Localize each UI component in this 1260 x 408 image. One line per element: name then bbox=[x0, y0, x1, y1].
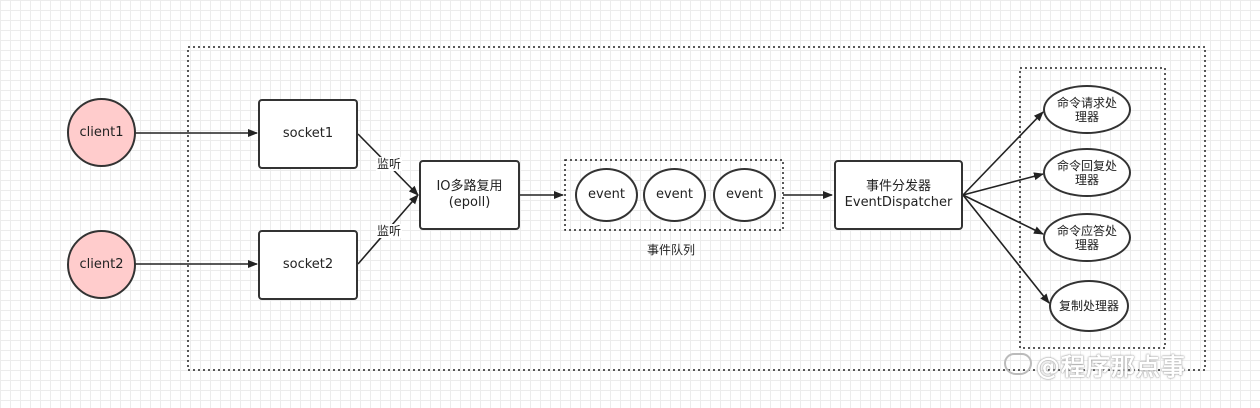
edge-dispatcher-handler2 bbox=[962, 172, 1044, 196]
socket2-label: socket2 bbox=[282, 257, 334, 272]
io-multiplexing-line1: IO多路复用 bbox=[436, 179, 503, 194]
event-label: event bbox=[725, 187, 764, 202]
edge-dispatcher-handler4 bbox=[962, 194, 1050, 304]
replication-handler-node: 复制处理器 bbox=[1049, 280, 1129, 332]
io-multiplexing-line2: (epoll) bbox=[448, 195, 491, 210]
handler-line1: 命令回复处 bbox=[1056, 158, 1117, 173]
event-dispatcher-line1: 事件分发器 bbox=[865, 179, 931, 194]
socket1-node: socket1 bbox=[258, 99, 358, 169]
event-queue-boundary bbox=[564, 159, 784, 231]
event-node: event bbox=[575, 168, 638, 222]
io-multiplexing-node: IO多路复用 (epoll) bbox=[419, 160, 520, 230]
listen-label-2: 监听 bbox=[376, 224, 403, 238]
handler-line1: 命令应答处 bbox=[1056, 223, 1117, 238]
client1-node: client1 bbox=[67, 98, 136, 167]
event-dispatcher-node: 事件分发器 EventDispatcher bbox=[834, 160, 963, 230]
handler-line1: 复制处理器 bbox=[1058, 299, 1119, 313]
watermark-text: @程序那点事 bbox=[1036, 353, 1186, 381]
client2-node: client2 bbox=[67, 230, 136, 299]
event-label: event bbox=[655, 187, 694, 202]
listen-label-1: 监听 bbox=[376, 157, 403, 171]
edge-dispatcher-handler1 bbox=[962, 111, 1044, 196]
command-reply-handler-node: 命令回复处 理器 bbox=[1043, 148, 1131, 197]
handler-line2: 理器 bbox=[1074, 237, 1099, 252]
weibo-like-logo-icon bbox=[1004, 353, 1032, 375]
client1-label: client1 bbox=[79, 124, 124, 140]
event-dispatcher-line2: EventDispatcher bbox=[844, 195, 953, 210]
client2-label: client2 bbox=[79, 256, 124, 272]
handler-line1: 命令请求处 bbox=[1056, 95, 1117, 110]
command-request-handler-node: 命令请求处 理器 bbox=[1043, 85, 1131, 134]
handler-line2: 理器 bbox=[1074, 172, 1099, 187]
event-node: event bbox=[713, 168, 776, 222]
edge-dispatcher-handler3 bbox=[962, 194, 1044, 235]
handler-line2: 理器 bbox=[1074, 109, 1099, 124]
socket2-node: socket2 bbox=[258, 230, 358, 300]
handlers-boundary bbox=[1019, 67, 1166, 349]
socket1-label: socket1 bbox=[282, 126, 334, 141]
event-label: event bbox=[587, 187, 626, 202]
event-queue-caption: 事件队列 bbox=[647, 243, 696, 257]
command-response-handler-node: 命令应答处 理器 bbox=[1043, 213, 1131, 262]
event-node: event bbox=[643, 168, 706, 222]
